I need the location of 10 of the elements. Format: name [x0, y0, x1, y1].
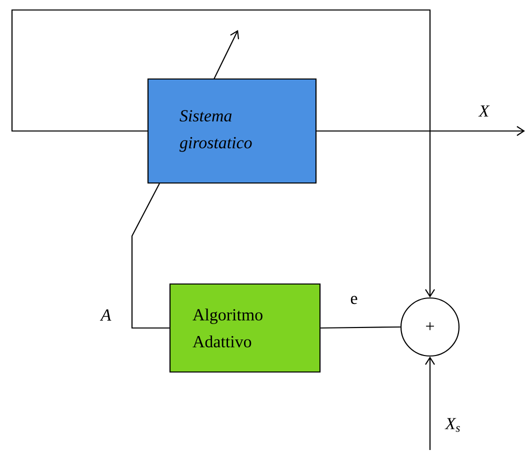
edge-label: X [478, 105, 490, 117]
arrow [316, 126, 525, 136]
arrow [11, 9, 435, 298]
summing-junction: + [400, 297, 460, 357]
edge-label: X$_{s}$ [444, 418, 460, 432]
process-box: Algoritmo Adattivo [169, 283, 321, 373]
arrow [425, 356, 435, 450]
system-box: Sistema girostatico [147, 78, 317, 184]
edge-label: A [100, 309, 112, 321]
edge-label: e [350, 296, 358, 304]
